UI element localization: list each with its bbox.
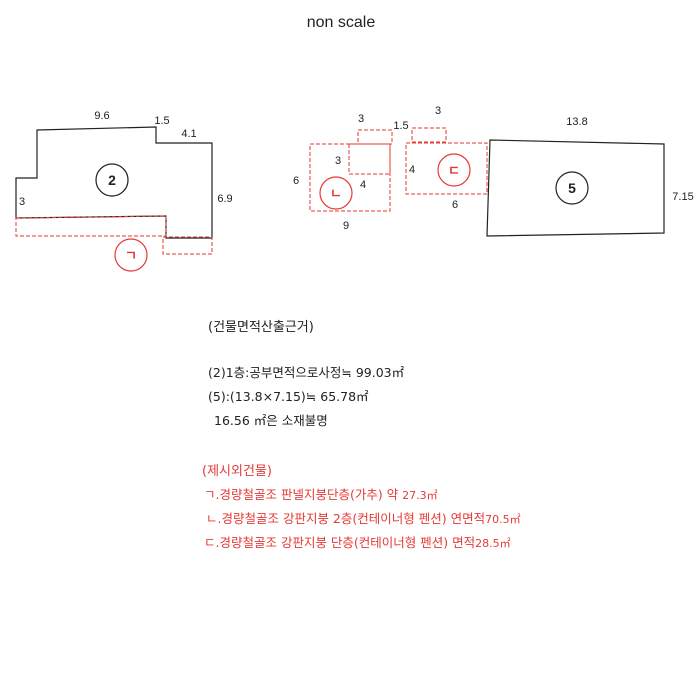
building-2-number: 2 [108,172,116,188]
notes-heading: (건물면적산출근거) [208,320,314,335]
building-2-outline [15,126,213,239]
dim-building-l-bottom: 9 [343,220,349,232]
annex-item-l: ㄴ.경량철골조 강판지붕 2층(컨테이너형 펜션) 연면적70.5㎡ [206,508,521,527]
notes-line-1: (2)1층:공부면적으로사정≒ 99.03㎡ [208,365,405,380]
notes-line-2: (5):(13.8×7.15)≒ 65.78㎡ [208,389,369,404]
annex-item-g-label: ㄱ.경량철골조 판넬지붕단층(가추) 약 [204,487,403,502]
building-5-outline [486,139,665,237]
building-l-inner-dashed [348,143,391,175]
annex-g-dashed-extension [162,236,213,255]
annex-item-l-area: 70.5㎡ [485,513,521,526]
page-title: non scale [306,14,376,31]
annex-item-g-area: 27.3㎡ [402,489,438,502]
building-l-top-left-dashed [357,129,393,145]
annex-item-l-label: ㄴ.경량철골조 강판지붕 2층(컨테이너형 펜션) 연면적 [206,511,486,526]
annex-heading: (제시외건물) [202,464,272,479]
building-d-label: ㄷ [448,164,460,179]
dim-building-l-gap: 1.5 [393,120,408,132]
building-l-marker [319,176,353,210]
dim-building-l-inner-top: 3 [335,155,341,167]
building-5-marker [555,171,589,205]
dim-building2-top-left: 9.6 [94,110,109,122]
dim-building2-left: 3 [19,196,25,208]
annex-g-marker [114,238,148,272]
dim-building-d-top: 3 [435,105,441,117]
annex-g-dashed-outline [15,215,167,237]
building-d-marker [437,153,471,187]
dim-building-d-bottom: 6 [452,199,458,211]
dim-building-l-inner-bottom: 4 [360,179,366,191]
dim-building-l-left: 6 [293,175,299,187]
building-5-number: 5 [568,180,576,196]
dim-building5-top: 13.8 [566,116,587,128]
annex-item-g: ㄱ.경량철골조 판넬지붕단층(가추) 약 27.3㎡ [204,484,438,503]
annex-g-label: ㄱ [125,249,137,264]
annex-item-d-area: 28.5㎡ [475,537,511,550]
building-d-main-dashed [405,142,488,195]
dim-building2-right: 6.9 [217,193,232,205]
annex-item-d-label: ㄷ.경량철골조 강판지붕 단층(컨테이너형 펜션) 면적 [204,535,476,550]
dim-building2-step: 1.5 [154,115,169,127]
dim-building5-right: 7.15 [672,191,693,203]
dim-building-l-top: 3 [358,113,364,125]
dim-building2-top-right: 4.1 [181,128,196,140]
building-2-marker [95,163,129,197]
dim-building-d-left: 4 [409,164,415,176]
annex-item-d: ㄷ.경량철골조 강판지붕 단층(컨테이너형 펜션) 면적28.5㎡ [204,532,511,551]
notes-line-3: 16.56 ㎡은 소재불명 [214,413,328,428]
building-d-top-dashed [411,127,447,143]
building-l-label: ㄴ [330,187,342,202]
